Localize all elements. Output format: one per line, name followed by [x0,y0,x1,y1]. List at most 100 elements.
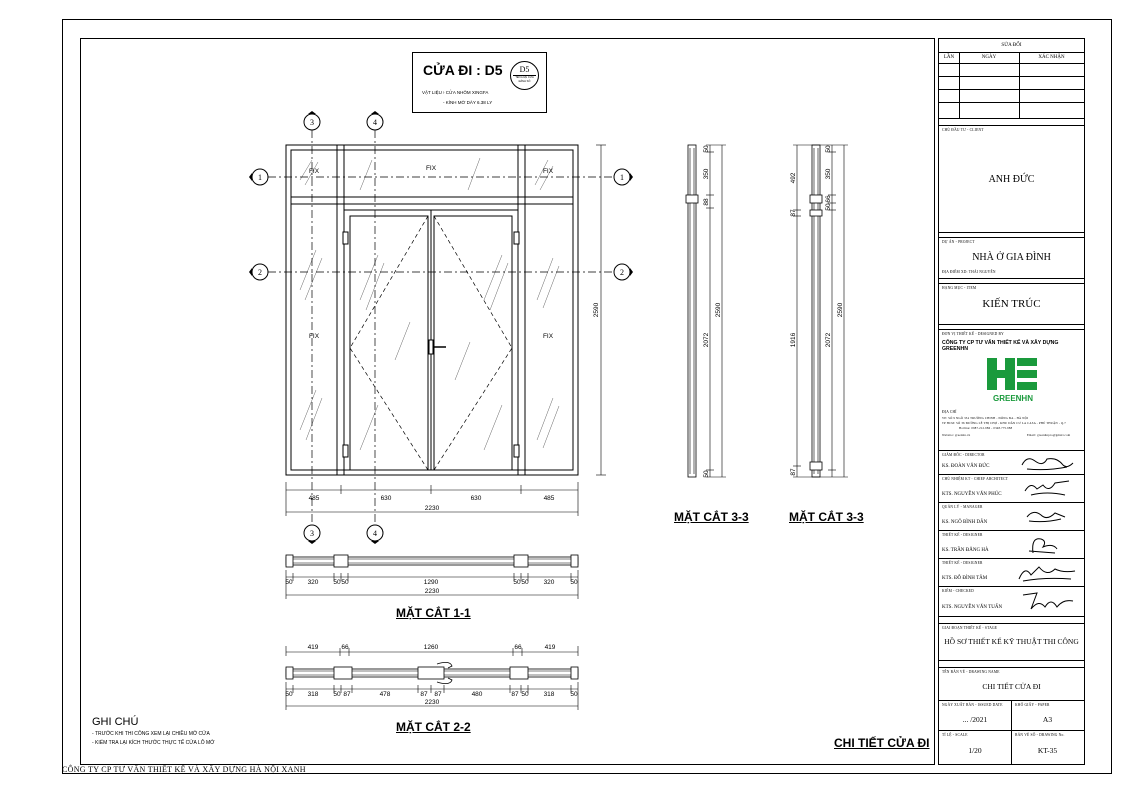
rev-col-lan: LẦN [943,55,955,60]
project-name: NHÀ Ở GIA ĐÌNH [972,252,1051,263]
s33b-dim-7: 50 [825,203,832,211]
person-name: KTS. NGUYỄN VĂN PHÚC [942,492,1002,497]
axis-3-bottom: 3 [310,529,314,538]
s33a-dim-6: 50 [703,470,710,478]
s22-bot-9: 87 [511,691,519,698]
fix-label: FIX [309,333,320,340]
s11-dim-4: 50 [341,579,349,586]
door-tag-sub1: TÊN LOẠI CỬA [515,76,534,79]
section-33b-title: MẶT CẮT 3-3 [789,510,864,524]
signature-icon [1018,566,1076,582]
material-label: VẬT LIỆU : [422,90,445,95]
signature-icon [1024,480,1070,496]
person-row: GIÁM ĐỐC - DIRECTOR KS. ĐOÀN VĂN ĐỨC [939,451,1084,475]
title-block: SỬA ĐỔI LẦN NGÀY XÁC NHẬN CHỦ ĐẦU TƯ - C… [938,38,1085,765]
axis-4-top: 4 [373,118,377,127]
item-name: KIẾN TRÚC [982,298,1041,310]
s33b-dim-10: 87 [790,468,797,476]
s33b-dim-6: 66 [825,195,832,203]
rev-col-xacnhan: XÁC NHẬN [1038,55,1065,60]
s22-total: 2230 [425,699,440,706]
hotline: Hotline: 0987.212.986 - 0348.775.988 [959,426,1013,430]
s22-bot-2: 318 [308,691,319,698]
drawing-number: KT-35 [1037,746,1058,755]
signature-icon [1028,538,1058,554]
s22-top-2: 66 [341,644,349,651]
axis-1-right: 1 [620,173,624,182]
company-logo-icon: GREENHN [987,358,1037,403]
s11-dim-9: 50 [570,579,578,586]
s22-bot-4: 87 [343,691,351,698]
fix-label: FIX [426,165,437,172]
s22-bot-7: 87 [434,691,442,698]
s33a-dim-1: 50 [703,145,710,153]
door-tag: D5 [519,65,530,74]
axis-3-top: 3 [310,118,314,127]
s22-top-3: 1260 [424,644,439,651]
door-legend-box: CỬA ĐI : D5 VẬT LIỆU : - CỬA NHÔM XINGFA… [412,52,547,113]
elev-width-2: 630 [381,495,392,502]
s33b-dim-8: 2072 [825,332,832,347]
drawing-area-border [80,38,935,765]
person-row: KIỂM - CHECKED KTS. NGUYỄN VĂN TUẤN [939,587,1084,617]
fix-label: FIX [309,168,320,175]
person-row: THIẾT KẾ - DESIGNER KS. TRẦN ĐĂNG HÀ [939,531,1084,559]
s22-bot-1: 50 [285,691,293,698]
s33b-dim-1: 492 [790,172,797,183]
person-name: KS. ĐOÀN VĂN ĐỨC [942,464,990,469]
drawing-name: CHI TIẾT CỬA ĐI [982,682,1041,691]
elev-height: 2590 [593,302,600,317]
drawing-name-cell: TÊN BẢN VẼ - DRAWING NAME CHI TIẾT CỬA Đ… [939,667,1084,701]
door-tag-circle: D5 TÊN LOẠI CỬA ĐÁNH SỐ [510,61,539,90]
section-22-title: MẶT CẮT 2-2 [396,720,471,734]
person-row: THIẾT KẾ - DESIGNER KTS. ĐỖ ĐÌNH TÂM [939,559,1084,587]
s11-total: 2230 [425,588,440,595]
signature-icon [1021,458,1074,471]
item-cell: HẠNG MỤC - ITEM KIẾN TRÚC [939,283,1084,325]
fix-label: FIX [543,168,554,175]
axis-2-right: 2 [620,268,624,277]
address-1: VP: SỐ 9 NGÕ 354 TRƯỜNG CHINH - ĐỐNG ĐA … [942,416,1029,420]
s22-bot-10: 50 [521,691,529,698]
footer-company: CÔNG TY CP TƯ VẤN THIẾT KẾ VÀ XÂY DỰNG H… [62,765,306,774]
s22-bot-12: 50 [570,691,578,698]
person-name: KTS. ĐỖ ĐÌNH TÂM [942,576,988,581]
signature-icon [1022,592,1074,610]
s33a-dim-2: 350 [703,168,710,179]
door-tag-sub2: ĐÁNH SỐ [518,80,531,83]
s22-bot-8: 480 [472,691,483,698]
s22-bot-3: 50 [333,691,341,698]
s33a-dim-4: 2072 [703,332,710,347]
paper-size: A3 [1042,715,1053,724]
person-name: KS. NGÔ BÌNH DÂN [942,520,988,525]
s33b-dim-9: 2590 [837,302,844,317]
material-2: - KÍNH MỜ DÀY 6.38 LY [443,100,493,105]
s11-dim-8: 320 [544,579,555,586]
company-cell: ĐƠN VỊ THIẾT KẾ - DESIGNED BY CÔNG TY CP… [939,329,1084,451]
scale-number-row: TỈ LỆ - SCALE 1/20 BẢN VẼ SỐ - DRAWING N… [939,731,1084,764]
date-paper-row: NGÀY XUẤT BẢN - ISSUED DATE ... /2021 KH… [939,701,1084,731]
notes-title: GHI CHÚ [92,716,139,728]
s11-dim-1: 50 [285,579,293,586]
elev-total-width: 2230 [425,505,440,512]
stage-value: HỒ SƠ THIẾT KẾ KỸ THUẬT THI CÔNG [944,637,1079,646]
s22-top-5: 419 [545,644,556,651]
s11-dim-3: 50 [333,579,341,586]
s33b-dim-2: 87 [790,209,797,217]
person-row: CHỦ NHIỆM KT - CHIEF ARCHITECT KTS. NGUY… [939,475,1084,503]
scale: 1/20 [968,746,982,755]
s11-dim-2: 320 [308,579,319,586]
s22-bot-6: 87 [420,691,428,698]
stage-cell: GIAI ĐOẠN THIẾT KẾ - STAGE HỒ SƠ THIẾT K… [939,623,1084,661]
website: Website: greenhn.vn [942,433,971,437]
s11-dim-7: 50 [521,579,529,586]
s22-top-4: 66 [514,644,522,651]
project-cell: DỰ ÁN - PROJECT NHÀ Ở GIA ĐÌNH ĐỊA ĐIỂM … [939,237,1084,279]
project-location: ĐỊA ĐIỂM XD: THÁI NGUYÊN [942,270,996,274]
logo-text: GREENHN [993,394,1033,403]
revision-header: SỬA ĐỔI [1001,43,1022,48]
s33a-dim-3: 88 [703,198,710,206]
person-name: KTS. NGUYỄN VĂN TUẤN [942,605,1003,610]
door-title: CỬA ĐI : D5 [423,62,503,78]
signature-icon [1026,511,1066,523]
